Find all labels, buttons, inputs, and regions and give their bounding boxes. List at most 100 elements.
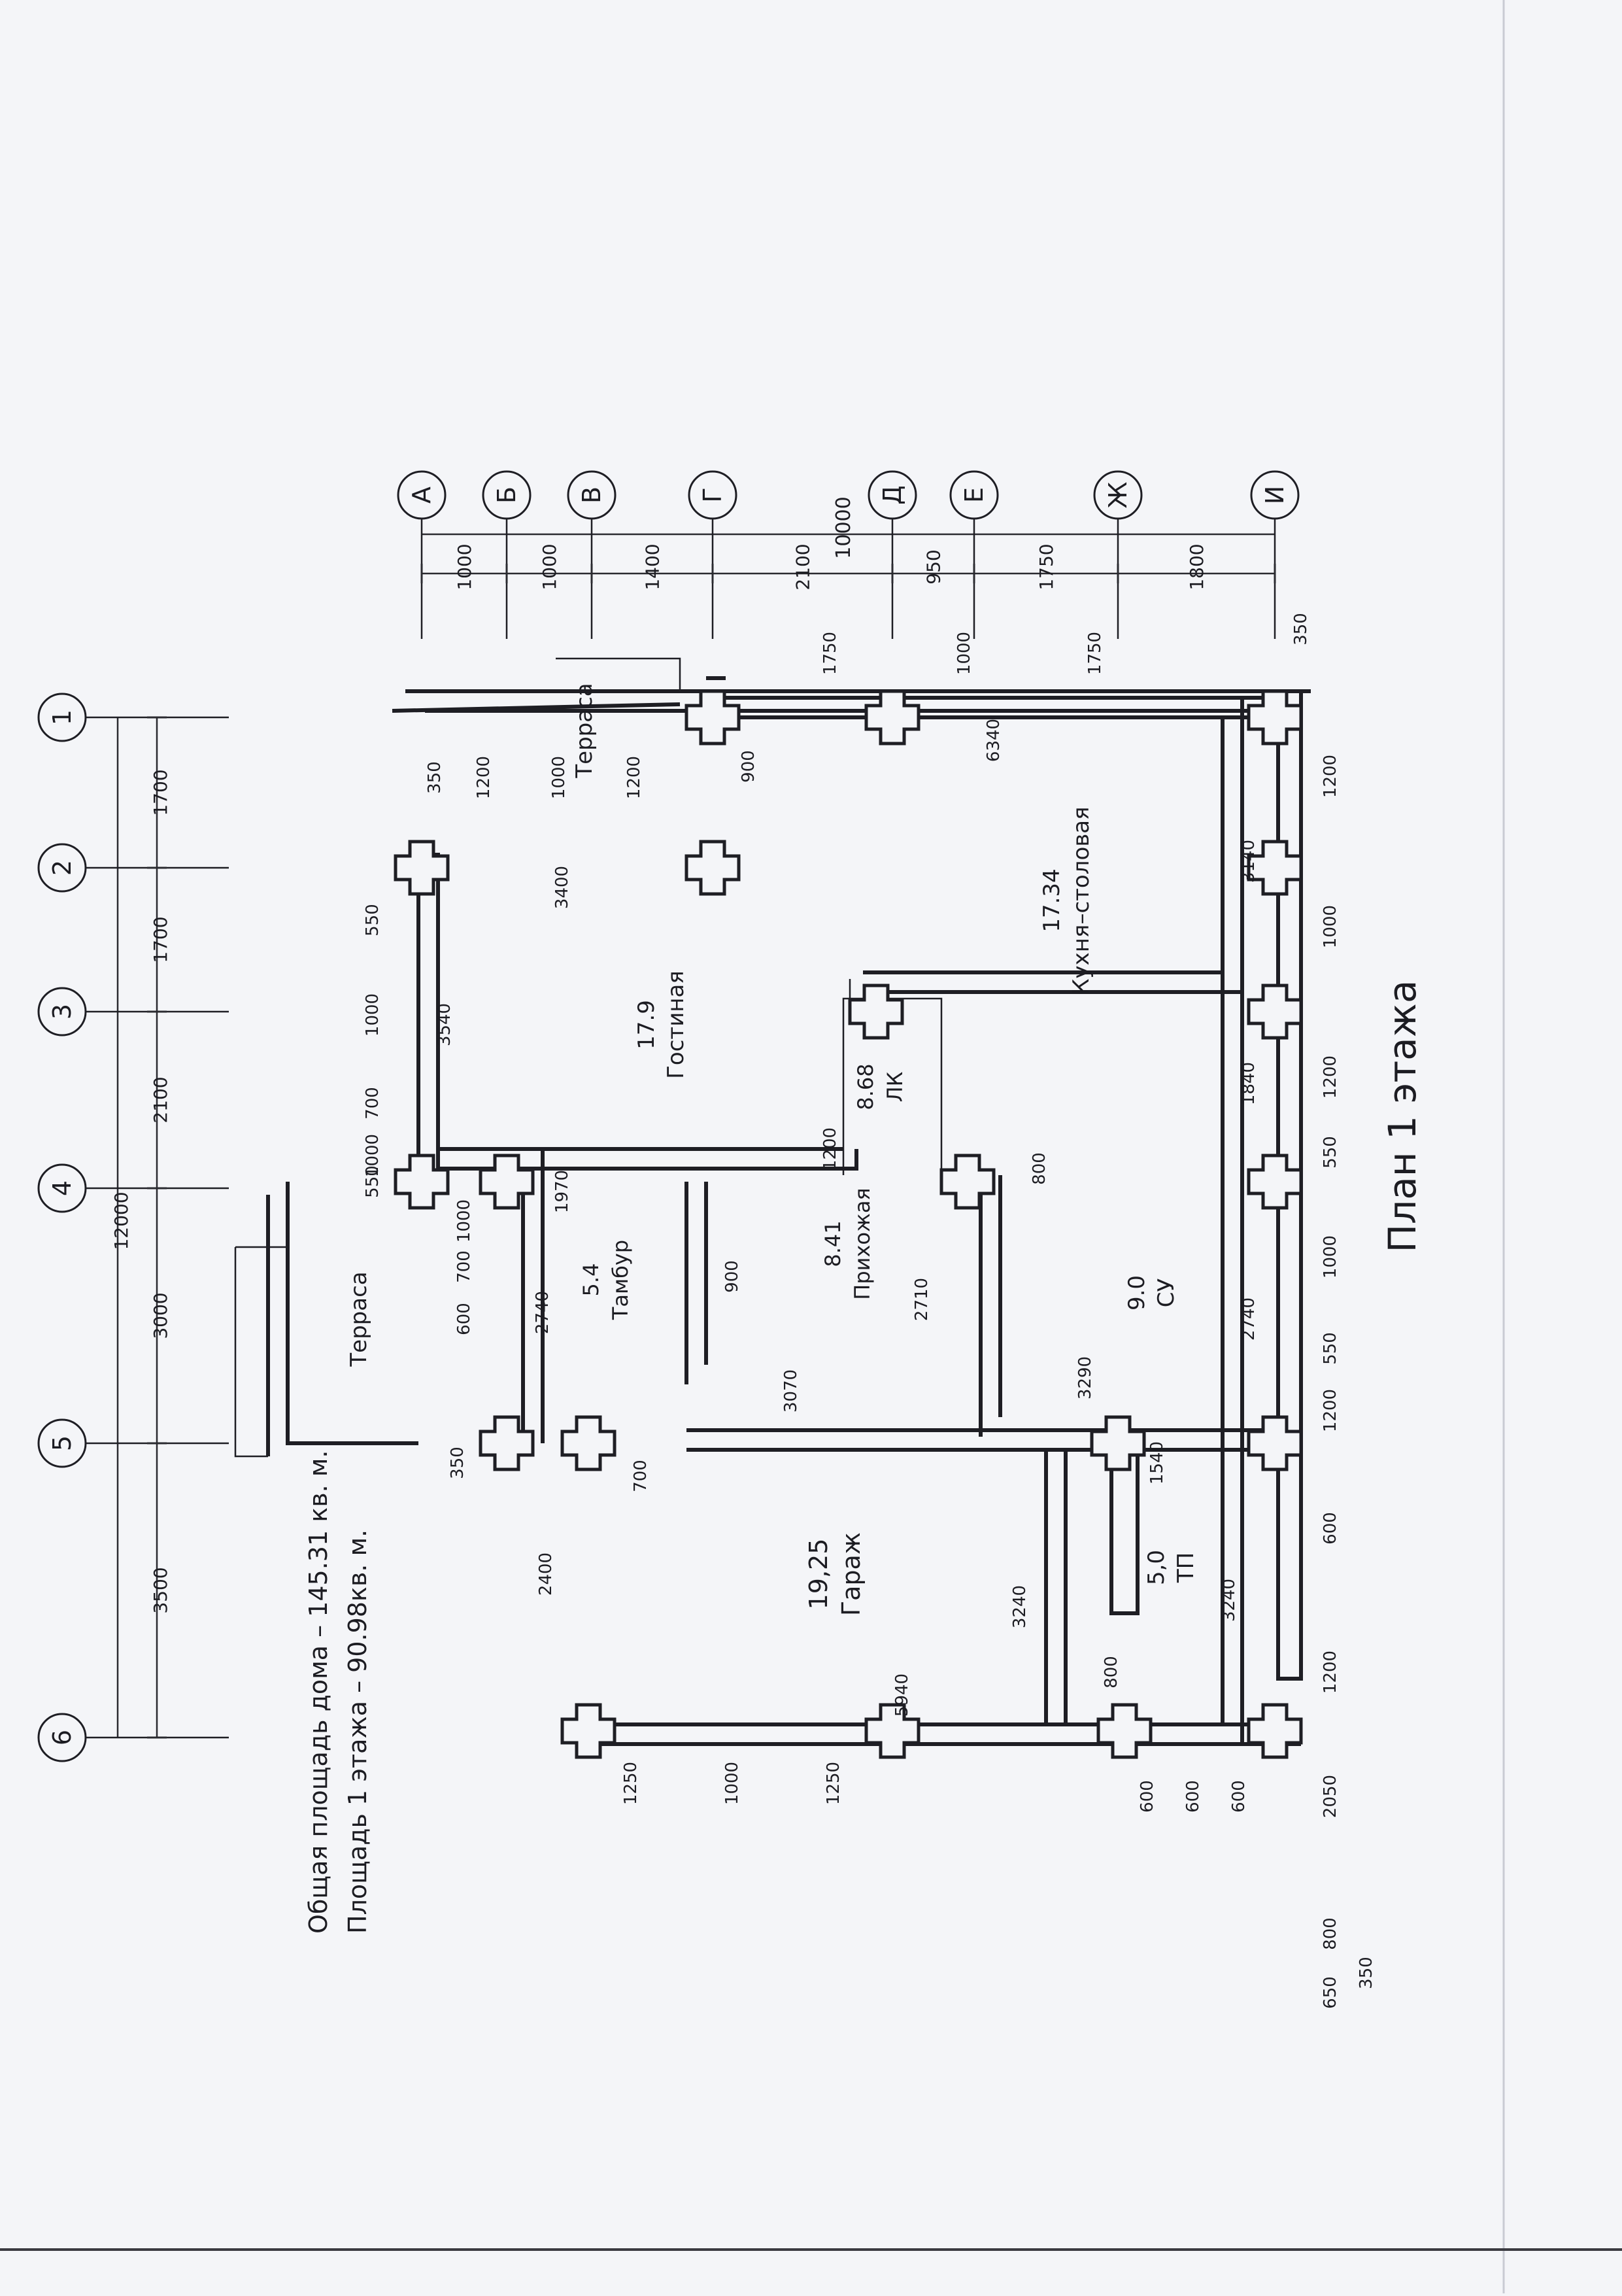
axis-letter-label: И xyxy=(1260,486,1289,504)
room-boiler-name: ТП xyxy=(1173,1552,1199,1583)
axis-number-label: 3 xyxy=(48,1004,76,1019)
room-vestibule: Тамбур 5.4 xyxy=(579,1240,633,1320)
axis-letter-marker xyxy=(397,470,447,520)
inner-dimension: 550 xyxy=(363,1165,382,1198)
inner-dimension: 3400 xyxy=(552,866,572,909)
inner-dimension: 600 xyxy=(1229,1780,1249,1813)
inner-dimension: 1970 xyxy=(552,1170,572,1213)
area-total-note: Общая площадь дома – 145.31 кв. м. xyxy=(304,1450,333,1934)
inner-dimension: 800 xyxy=(1102,1656,1121,1688)
inner-dimension: 2740 xyxy=(533,1291,552,1334)
column-post xyxy=(1247,984,1303,1040)
axis-number-marker xyxy=(37,843,87,893)
room-boiler-area: 5,0 xyxy=(1143,1550,1170,1585)
inner-dimension: 700 xyxy=(631,1460,650,1492)
room-bath-name: СУ xyxy=(1153,1278,1179,1307)
top-segment-dim: 1000 xyxy=(454,543,475,590)
left-total-dim: 12000 xyxy=(110,1191,132,1250)
column-post xyxy=(1247,1703,1303,1759)
column-post xyxy=(684,689,741,745)
room-labels: Кухня–столовая 17.34 Гостиная 17.9 ЛК 8.… xyxy=(346,683,1199,1616)
inner-dimension: 1250 xyxy=(824,1762,843,1805)
column-post xyxy=(1247,1415,1303,1471)
left-segment-dim: 3000 xyxy=(150,1292,171,1339)
room-bath: СУ 9.0 xyxy=(1124,1275,1179,1311)
inner-dimension: 3070 xyxy=(781,1369,801,1413)
axis-number-marker xyxy=(37,693,87,742)
inner-dimension: 350 xyxy=(1291,613,1311,645)
room-kitchen: Кухня–столовая 17.34 xyxy=(1039,806,1094,994)
inner-dimension: 1750 xyxy=(1085,632,1105,675)
room-bath-area: 9.0 xyxy=(1124,1275,1150,1311)
inner-dimension: 1000 xyxy=(722,1762,742,1805)
axis-letter-marker xyxy=(567,470,617,520)
column-posts xyxy=(394,689,1303,1759)
column-post xyxy=(1247,1154,1303,1210)
axis-number-label: 1 xyxy=(48,710,76,725)
inner-dimension: 1000 xyxy=(955,632,974,675)
column-post xyxy=(1247,689,1303,745)
column-post xyxy=(939,1154,996,1210)
inner-dimension: 900 xyxy=(722,1260,742,1293)
axis-number-marker xyxy=(37,987,87,1037)
left-segment-dim: 2100 xyxy=(150,1076,171,1123)
inner-dimension: 6340 xyxy=(984,719,1004,762)
inner-dimension: 5940 xyxy=(892,1673,912,1717)
inner-dimension: 1200 xyxy=(820,1127,840,1171)
column-post xyxy=(479,1415,535,1471)
inner-dimension: 1000 xyxy=(549,756,569,799)
inner-dimension: 650 xyxy=(1321,1976,1340,2009)
column-post xyxy=(1096,1703,1153,1759)
room-garage-name: Гараж xyxy=(837,1532,866,1616)
column-post xyxy=(394,840,450,896)
inner-dimension: 1250 xyxy=(621,1762,641,1805)
room-boiler: ТП 5,0 xyxy=(1143,1550,1199,1585)
inner-dimension: 1000 xyxy=(454,1199,474,1242)
column-post xyxy=(1090,1415,1146,1471)
axis-letter-label: А xyxy=(407,487,436,504)
room-garage-area: 19,25 xyxy=(804,1539,833,1610)
axis-number-marker xyxy=(37,1163,87,1213)
axis-letter-marker xyxy=(688,470,737,520)
left-segment-dim: 3500 xyxy=(150,1567,171,1613)
column-post xyxy=(848,984,904,1040)
plan-title: План 1 этажа xyxy=(1380,980,1425,1253)
inner-dimension: 3240 xyxy=(1010,1585,1030,1628)
top-segment-dim: 2100 xyxy=(792,543,814,590)
inner-dimension: 900 xyxy=(739,750,758,783)
room-stair: ЛК 8.68 xyxy=(853,1063,907,1110)
room-vestibule-area: 5.4 xyxy=(579,1263,603,1297)
axis-letter-marker xyxy=(868,470,917,520)
inner-dimension: 800 xyxy=(1321,1917,1340,1950)
left-segment-dim: 1700 xyxy=(150,916,171,963)
axis-letter-label: Ж xyxy=(1104,481,1132,508)
inner-dimension: 800 xyxy=(1030,1152,1049,1185)
axis-letter-marker xyxy=(949,470,999,520)
inner-dimension: 3290 xyxy=(1075,1356,1095,1399)
inner-dimension: 1000 xyxy=(1321,1235,1340,1278)
inner-dimension: 1200 xyxy=(1321,755,1340,798)
column-post xyxy=(864,1703,921,1759)
inner-dimension: 1200 xyxy=(1321,1055,1340,1099)
inner-dimension: 3240 xyxy=(1219,1579,1239,1622)
axis-letter-marker xyxy=(1093,470,1143,520)
room-vestibule-name: Тамбур xyxy=(608,1240,633,1320)
room-hall: Прихожая 8.41 xyxy=(820,1188,875,1299)
inner-dimension: 550 xyxy=(363,904,382,936)
axis-letter-label: В xyxy=(577,487,606,504)
inner-dimension: 1000 xyxy=(363,1134,382,1177)
inner-dimension: 1000 xyxy=(363,993,382,1037)
inner-dimension: 3540 xyxy=(435,1003,454,1046)
axis-number-label: 6 xyxy=(48,1730,76,1745)
top-segment-dim: 1000 xyxy=(539,543,560,590)
axis-letter-label: Г xyxy=(698,487,727,502)
top-segment-dim: 950 xyxy=(923,549,945,584)
inner-dimension: 2050 xyxy=(1321,1775,1340,1818)
axis-letter-marker xyxy=(1250,470,1300,520)
inner-dimension: 2400 xyxy=(536,1552,556,1596)
axis-letter-marker xyxy=(482,470,532,520)
inner-dimension: 1200 xyxy=(474,756,494,799)
